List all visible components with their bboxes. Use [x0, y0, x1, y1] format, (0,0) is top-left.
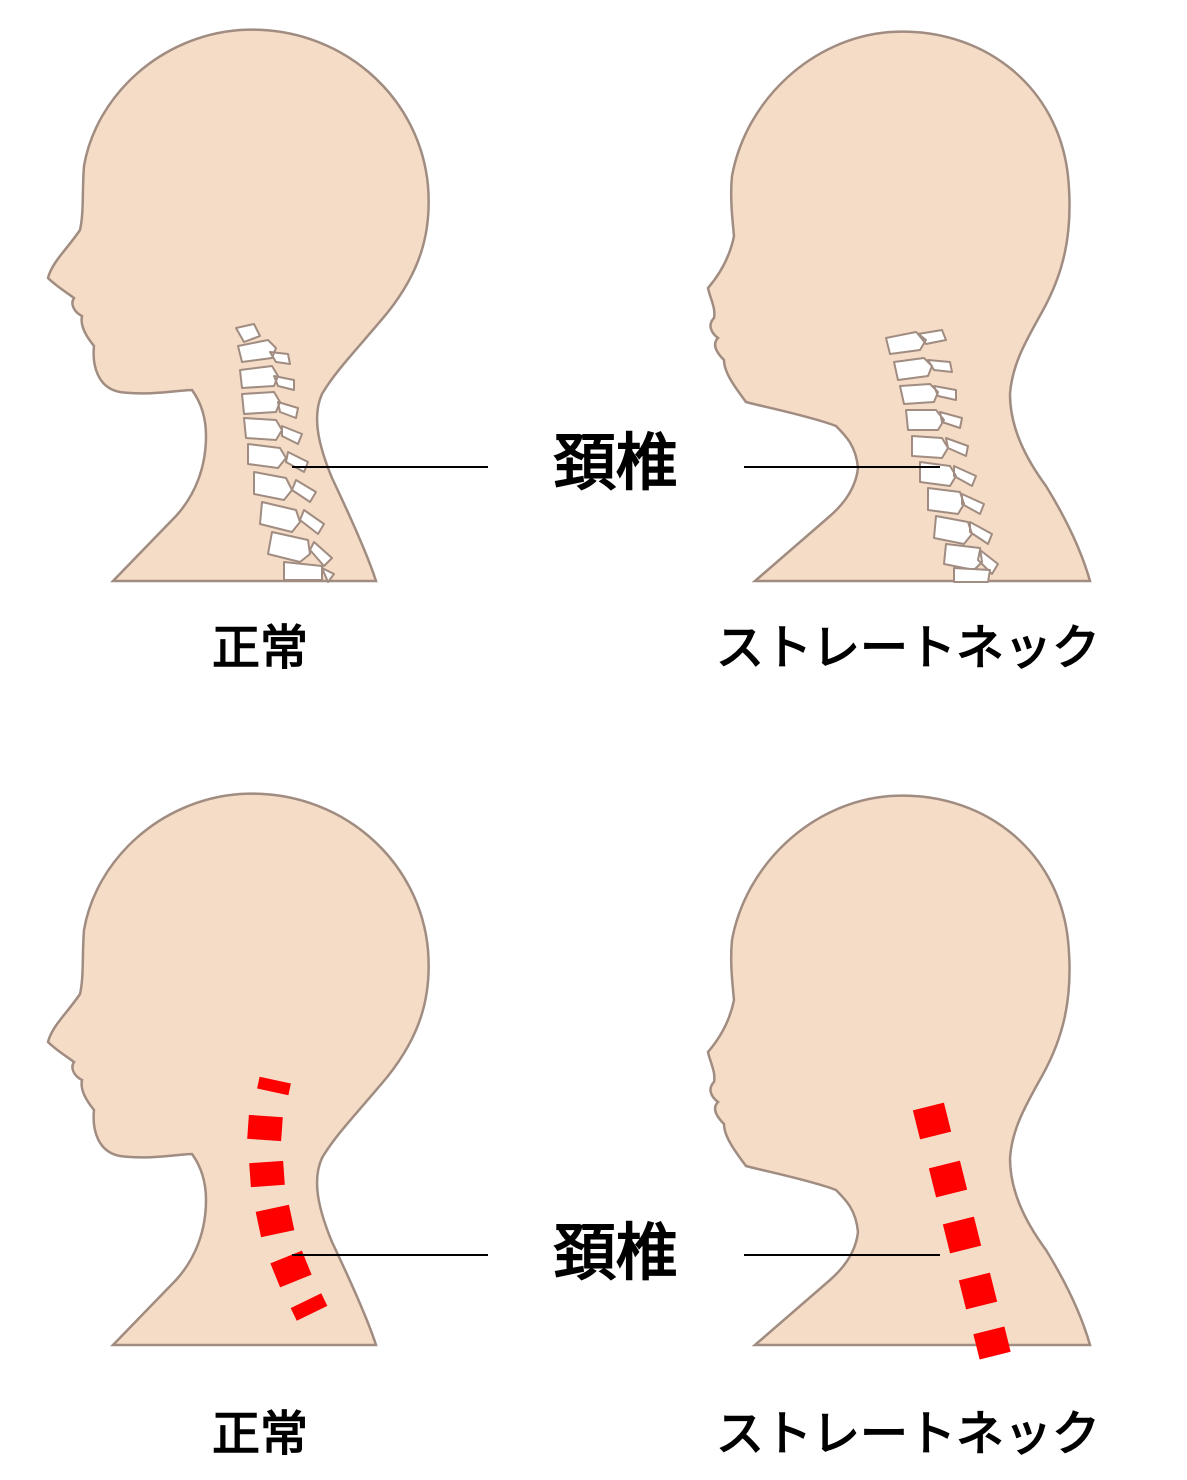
diagram-straight-neck-markers: ストレートネック [640, 780, 1187, 1480]
caption-straight-neck-2: ストレートネック [716, 1406, 1101, 1462]
marker-block [290, 1293, 328, 1321]
straight-neck-head-silhouette [706, 30, 1092, 583]
cervical-vertebrae-straight [885, 329, 999, 583]
caption-straight-neck: ストレートネック [716, 620, 1101, 676]
marker-block [270, 1250, 312, 1288]
diagram-normal-skeleton: 正常 [0, 0, 560, 720]
marker-block [958, 1272, 998, 1310]
caption-normal: 正常 [212, 620, 309, 676]
marker-block [928, 1160, 968, 1198]
cervical-vertebrae-normal [235, 323, 335, 583]
leader-line-straight [744, 466, 940, 468]
center-label-cervical-bottom: 頚椎 [554, 1216, 679, 1289]
diagram-straight-neck-skeleton: ストレートネック [640, 0, 1187, 720]
marker-block [247, 1114, 283, 1142]
diagram-normal-markers: 正常 [0, 780, 560, 1480]
normal-head-silhouette [46, 28, 430, 583]
marker-block [255, 1204, 295, 1238]
center-label-cervical-top: 頚椎 [554, 426, 679, 499]
vertebra-markers-normal [247, 1076, 328, 1321]
marker-block [257, 1076, 291, 1096]
leader-line-normal [292, 466, 488, 468]
marker-block [912, 1102, 952, 1140]
leader-line-straight-2 [744, 1254, 940, 1256]
marker-block [942, 1216, 982, 1254]
vertebra-markers-straight [912, 1102, 1011, 1360]
caption-normal-2: 正常 [212, 1406, 309, 1462]
marker-block [973, 1326, 1011, 1360]
normal-head-silhouette-2 [46, 792, 430, 1347]
straight-neck-head-silhouette-2 [706, 794, 1092, 1360]
marker-block [249, 1160, 285, 1188]
leader-line-normal-2 [292, 1254, 488, 1256]
